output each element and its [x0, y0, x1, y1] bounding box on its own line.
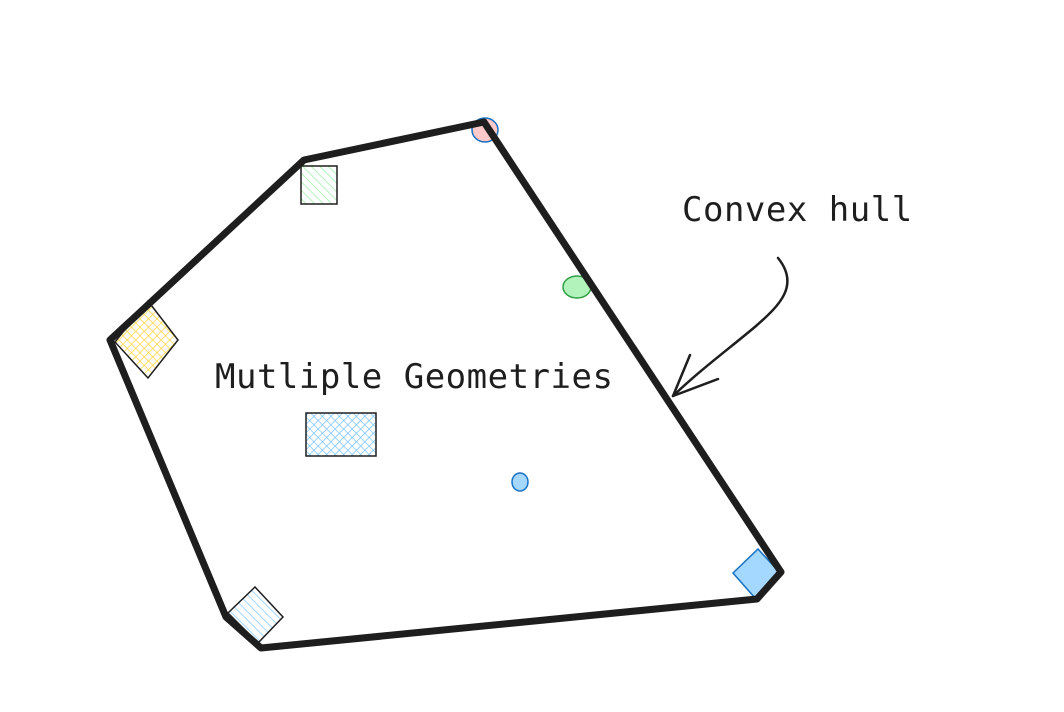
convex-hull-polygon [106, 118, 785, 652]
multiple-geometries-label: Mutliple Geometries [215, 357, 613, 397]
circle-blue-small [511, 472, 529, 492]
arrow [671, 256, 789, 398]
square-green [300, 165, 338, 205]
convex-hull-label: Convex hull [682, 190, 913, 230]
rect-blue-hatched [305, 412, 377, 457]
diamond-blue-bottom-left [226, 585, 285, 645]
